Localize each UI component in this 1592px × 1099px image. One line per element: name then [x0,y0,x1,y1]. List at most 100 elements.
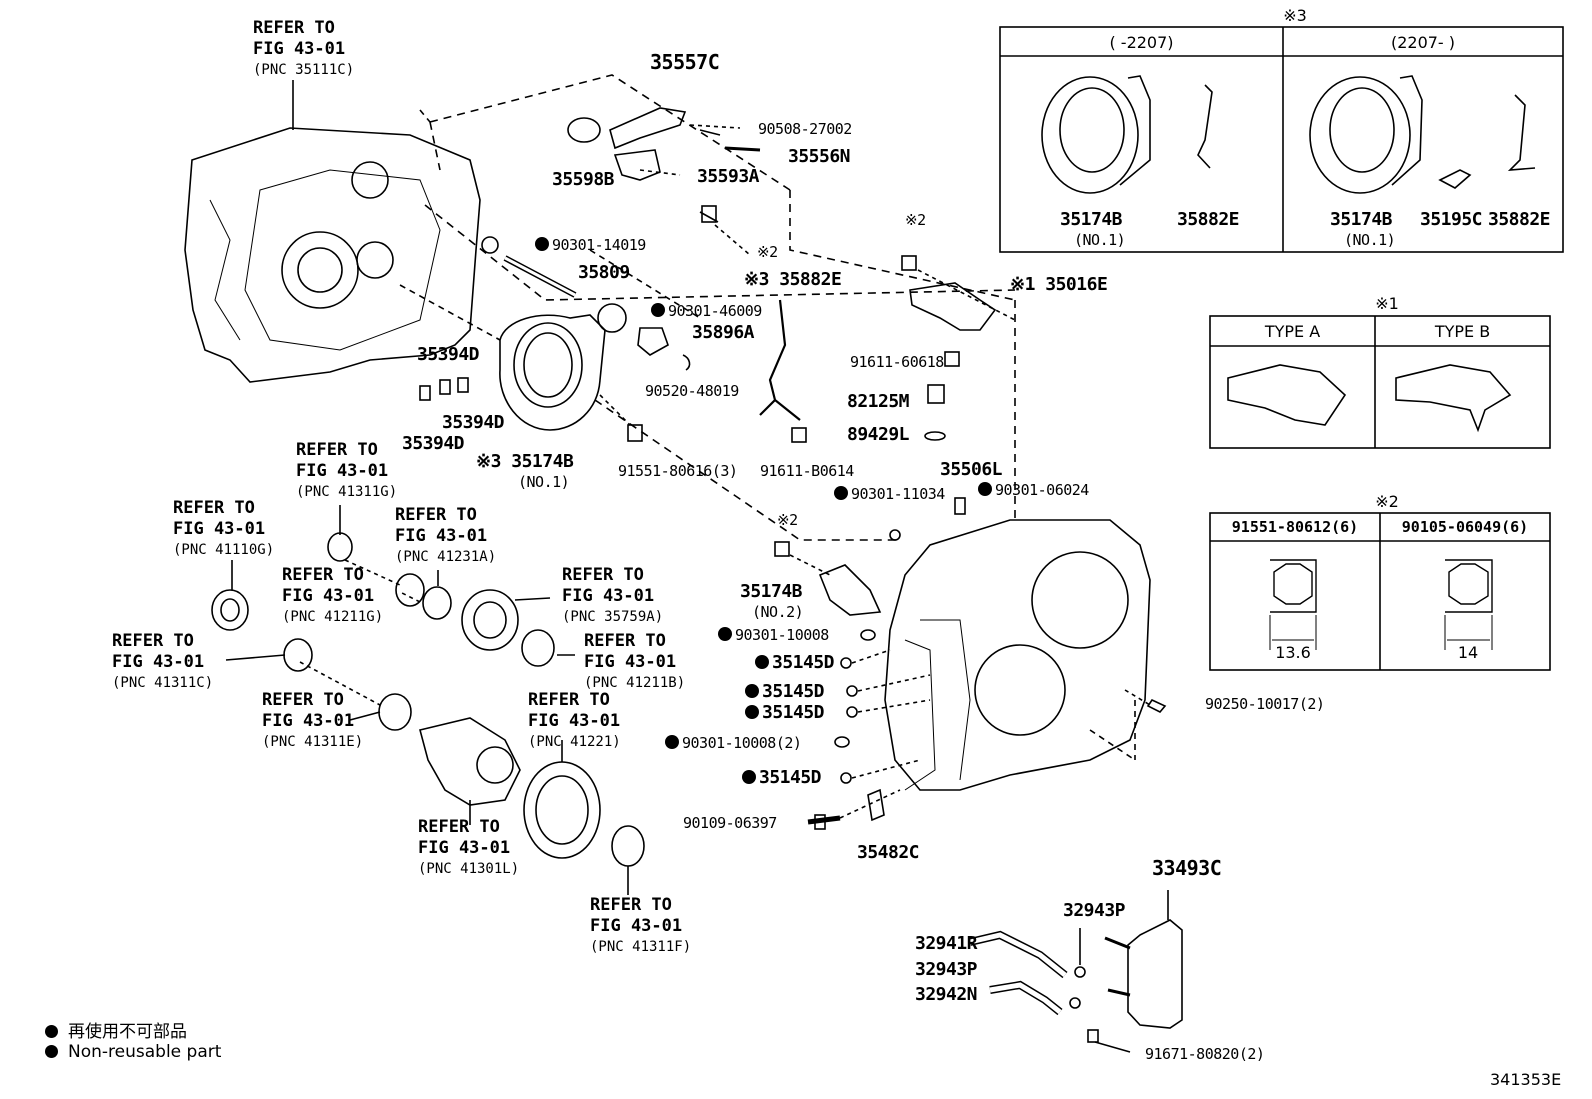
part-label[interactable]: 35394D [402,433,465,454]
part-subtext: (NO.1) [1074,231,1126,249]
part-label[interactable]: 32943P [915,959,978,980]
part-number: 35145D [759,767,822,788]
ref-line2: FIG 43-01 [112,652,205,672]
part-label[interactable]: 35896A [692,322,755,343]
ref-line2: FIG 43-01 [253,39,346,59]
part-label[interactable]: 89429L [847,424,910,445]
ref-line1: REFER TO [528,690,610,710]
type-b-header: TYPE B [1434,322,1491,341]
type-a-header: TYPE A [1264,322,1321,341]
part-label[interactable]: 35482C [857,842,920,863]
part-label[interactable]: 82125M [847,391,910,412]
transaxle-housing-left [184,127,481,383]
part-label[interactable]: 35174B [1060,209,1123,230]
part-label[interactable]: 32942N [915,984,978,1005]
part-label[interactable]: 90109-06397 [683,814,777,832]
ref-line1: REFER TO [590,895,672,915]
part-label[interactable]: 32941R [915,933,978,954]
ref-line2: FIG 43-01 [584,652,677,672]
part-label[interactable]: 35882E [1488,209,1551,230]
ref-pnc: (PNC 41231A) [395,549,497,565]
part-label[interactable]: 35809 [578,262,630,283]
legend-en: Non-reusable part [45,1042,221,1062]
part-subtext: (NO.2) [752,603,804,621]
part-label[interactable]: 35882E [1177,209,1240,230]
non-reusable-icon [535,237,549,251]
part-label[interactable]: 35598B [552,169,615,190]
box1-mark: ※1 [1375,294,1399,313]
part-label[interactable]: 91671-80820(2) [1145,1045,1265,1063]
ref-pnc: (PNC 41301L) [418,861,520,877]
part-label[interactable]: 90301-11034 [834,486,945,503]
ref-pnc: (PNC 41211G) [282,609,384,625]
box2-mark: ※2 [1375,492,1399,511]
part-label[interactable]: 33493C [1152,856,1222,880]
part-number: 90301-10008 [735,626,829,644]
part-label[interactable]: ※3 35882E [744,269,842,290]
part-label[interactable]: 35174B [740,581,803,602]
ref-line2: FIG 43-01 [173,519,266,539]
dimension-label: 14 [1457,643,1479,662]
plate-35174B [499,314,606,431]
part-label[interactable]: 90508-27002 [758,120,852,138]
ref-line1: REFER TO [262,690,344,710]
part-label[interactable]: 35145D [742,767,822,788]
non-reusable-icon [745,684,759,698]
ref-line2: FIG 43-01 [395,526,488,546]
part-label[interactable]: 90301-06024 [978,482,1089,499]
ref-line1: REFER TO [296,440,378,460]
part-number: 90301-10008(2) [682,734,802,752]
part-label[interactable]: 91611-60618 [850,353,944,371]
part-label[interactable]: ※1 35016E [1010,274,1108,295]
part-label[interactable]: 35394D [442,412,505,433]
part-label[interactable]: 90301-10008 [718,627,829,644]
ref-line1: REFER TO [173,498,255,518]
ref-line2: FIG 43-01 [282,586,375,606]
non-reusable-icon [45,1025,58,1038]
part-label[interactable]: 90301-10008(2) [665,734,802,752]
non-reusable-icon [834,486,848,500]
part-label[interactable]: 32943P [1063,900,1126,921]
ref-pnc: (PNC 41110G) [173,542,275,558]
part-label[interactable]: 35506L [940,459,1003,480]
ref-line2: FIG 43-01 [418,838,511,858]
ref-line1: REFER TO [253,18,335,38]
part-label[interactable]: 90250-10017(2) [1205,695,1325,713]
ref-line1: REFER TO [282,565,364,585]
note-mark: ※2 [905,211,926,229]
part-label[interactable]: 35145D [755,653,835,673]
part-label[interactable]: 35174B [1330,209,1393,230]
part-number: 90301-14019 [552,236,646,254]
ref-line2: FIG 43-01 [296,461,389,481]
part-label[interactable]: 35557C [650,50,720,74]
ref-pnc: (PNC 35759A) [562,609,664,625]
non-reusable-icon [742,770,756,784]
non-reusable-icon [978,482,992,496]
box2-col1-header: 91551-80612(6) [1231,518,1359,536]
part-label[interactable]: 35593A [697,166,760,187]
part-label[interactable]: 90301-14019 [535,237,646,254]
part-label[interactable]: ※3 35174B [476,451,574,472]
part-label[interactable]: 91611-B0614 [760,462,854,480]
part-label[interactable]: 35195C [1420,209,1483,230]
part-number: 90301-06024 [995,481,1089,499]
ref-line1: REFER TO [418,817,500,837]
part-label[interactable]: 35145D [745,681,825,702]
box3-col2-header: (2207- ) [1390,33,1456,52]
part-label[interactable]: 90520-48019 [645,382,739,400]
figure-id: 341353E [1490,1070,1562,1089]
ref-pnc: (PNC 41221) [528,734,621,750]
part-label[interactable]: 90301-46009 [651,303,762,320]
part-label[interactable]: 91551-80616(3) [618,462,738,480]
part-number: 35145D [762,681,825,702]
part-label[interactable]: 35556N [788,146,851,167]
part-label[interactable]: 35145D [745,703,825,723]
part-label[interactable]: 35394D [417,344,480,365]
